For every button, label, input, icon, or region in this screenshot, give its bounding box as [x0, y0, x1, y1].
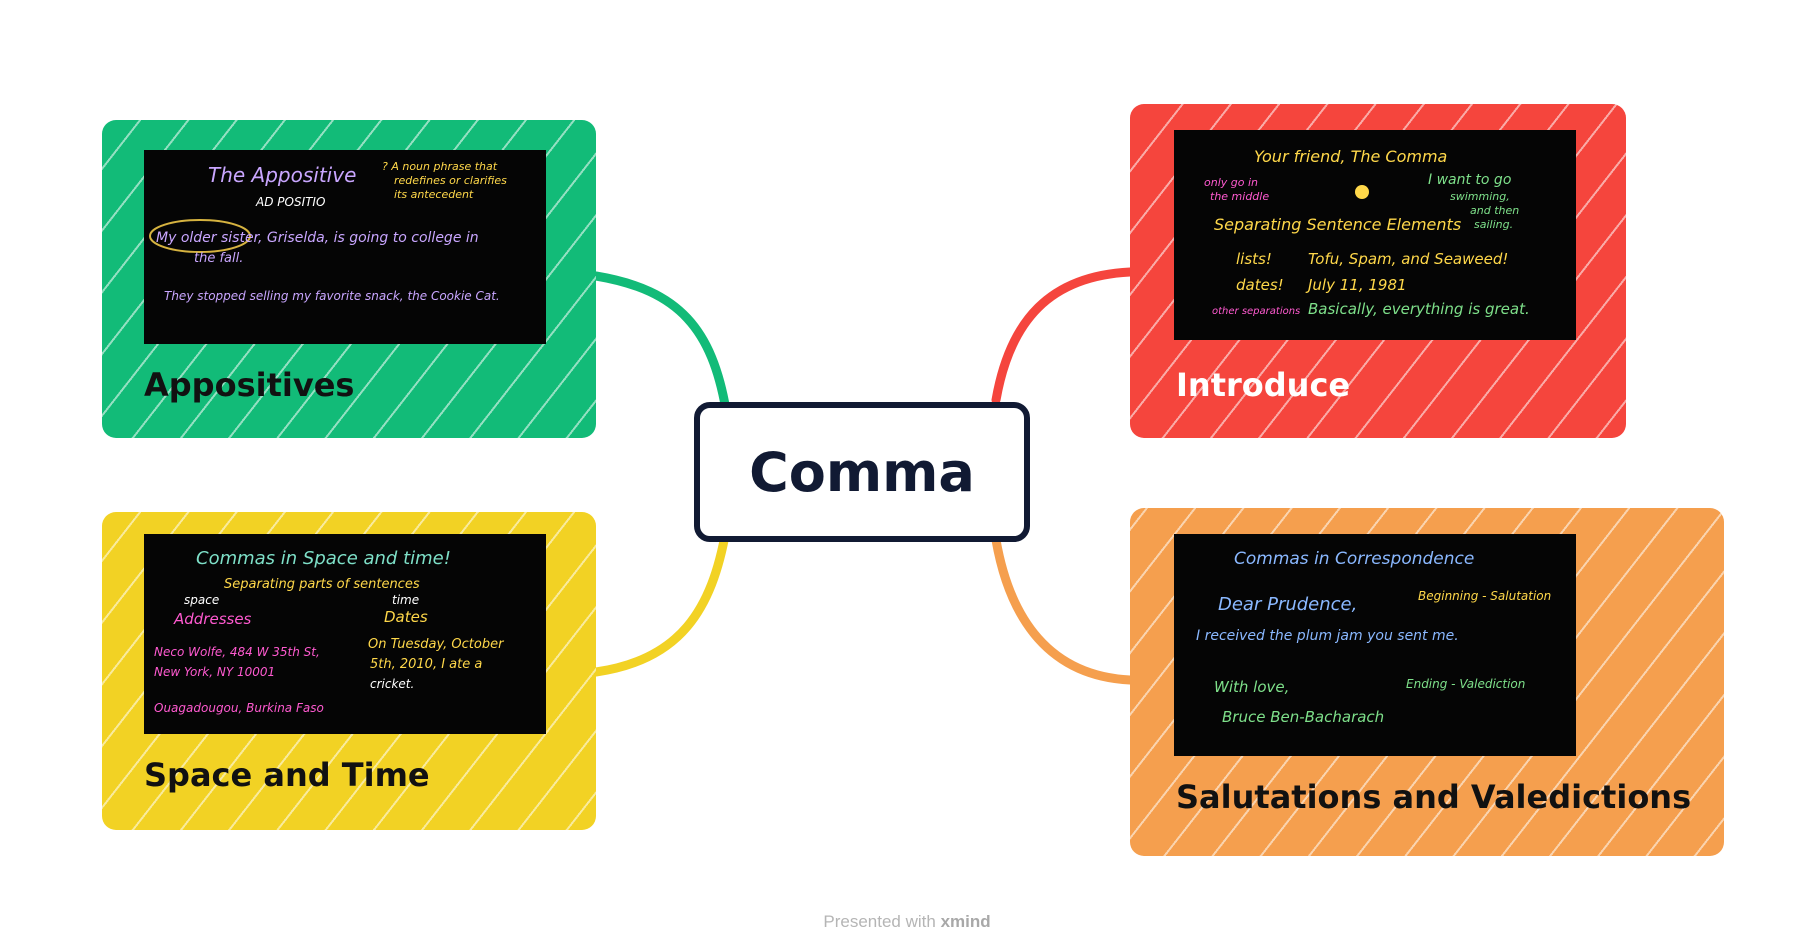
board-line: Ouagadougou, Burkina Faso	[154, 701, 324, 715]
board-line: the middle	[1210, 190, 1269, 203]
board-line: Beginning - Salutation	[1418, 589, 1551, 603]
central-topic-label: Comma	[749, 440, 975, 504]
central-topic[interactable]: Comma	[694, 402, 1030, 542]
board-line: time	[392, 593, 419, 607]
topic-label: Introduce	[1176, 366, 1351, 404]
board-line: other separations	[1212, 306, 1300, 317]
connector-space-and-time	[591, 525, 731, 677]
board-line: Basically, everything is great.	[1308, 300, 1530, 318]
board-line: the fall.	[194, 251, 243, 266]
board-line: July 11, 1981	[1305, 276, 1407, 294]
topic-space-and-time[interactable]: Commas in Space and time! Separating par…	[102, 512, 596, 830]
topic-introduce[interactable]: Your friend, The Comma only go in the mi…	[1130, 104, 1626, 438]
board-line: only go in	[1204, 176, 1258, 189]
board-line: New York, NY 10001	[154, 665, 275, 679]
board-line: redefines or clarifies	[394, 174, 507, 187]
chalkboard-image: The Appositive AD POSITIO ? A noun phras…	[144, 150, 546, 344]
chalkboard-image: Commas in Space and time! Separating par…	[144, 534, 546, 734]
board-line: lists!	[1236, 250, 1272, 268]
topic-appositives[interactable]: The Appositive AD POSITIO ? A noun phras…	[102, 120, 596, 438]
board-line: Commas in Space and time!	[196, 548, 451, 569]
board-line: 5th, 2010, I ate a	[370, 657, 482, 672]
connector-appositives	[591, 271, 731, 415]
board-line: space	[184, 593, 219, 607]
board-line: Ending - Valediction	[1406, 677, 1525, 691]
board-line: I want to go	[1428, 172, 1511, 188]
board-line: Separating Sentence Elements	[1214, 215, 1461, 234]
board-line: Bruce Ben-Bacharach	[1222, 708, 1384, 726]
board-line: AD POSITIO	[255, 195, 325, 209]
board-line: dates!	[1236, 276, 1284, 294]
board-line: Neco Wolfe, 484 W 35th St,	[154, 645, 320, 659]
connector-introduce	[991, 267, 1135, 405]
board-line: They stopped selling my favorite snack, …	[164, 289, 500, 303]
footer: Presented with xmind	[0, 912, 1814, 932]
board-line: I received the plum jam you sent me.	[1196, 628, 1459, 644]
chalkboard-image: Commas in Correspondence Dear Prudence, …	[1174, 534, 1576, 756]
board-line: swimming,	[1450, 190, 1510, 203]
board-line: sailing.	[1474, 218, 1513, 231]
board-line: its antecedent	[394, 188, 474, 201]
topic-label: Appositives	[144, 366, 355, 404]
board-line: Your friend, The Comma	[1254, 147, 1447, 166]
board-line: The Appositive	[208, 163, 356, 187]
board-line: Commas in Correspondence	[1234, 549, 1474, 569]
board-line: Tofu, Spam, and Seaweed!	[1308, 250, 1508, 268]
board-line: cricket.	[370, 677, 414, 691]
board-line: With love,	[1214, 678, 1289, 696]
board-line: Addresses	[173, 610, 252, 628]
board-line: ? A noun phrase that	[382, 160, 498, 173]
chalkboard-image: Your friend, The Comma only go in the mi…	[1174, 130, 1576, 340]
footer-prefix: Presented with	[823, 912, 936, 931]
board-line: and then	[1470, 204, 1519, 217]
connector-salutations	[991, 535, 1135, 685]
topic-salutations-and-valedictions[interactable]: Commas in Correspondence Dear Prudence, …	[1130, 508, 1724, 856]
board-line: On Tuesday, October	[368, 637, 505, 652]
board-line: My older sister, Griselda, is going to c…	[156, 230, 479, 246]
board-line: Dates	[384, 608, 428, 626]
footer-brand[interactable]: xmind	[940, 912, 991, 931]
board-line: Dear Prudence,	[1218, 594, 1357, 615]
topic-label: Space and Time	[144, 756, 430, 794]
board-line: Separating parts of sentences	[224, 577, 420, 592]
topic-label: Salutations and Valedictions	[1176, 778, 1692, 816]
